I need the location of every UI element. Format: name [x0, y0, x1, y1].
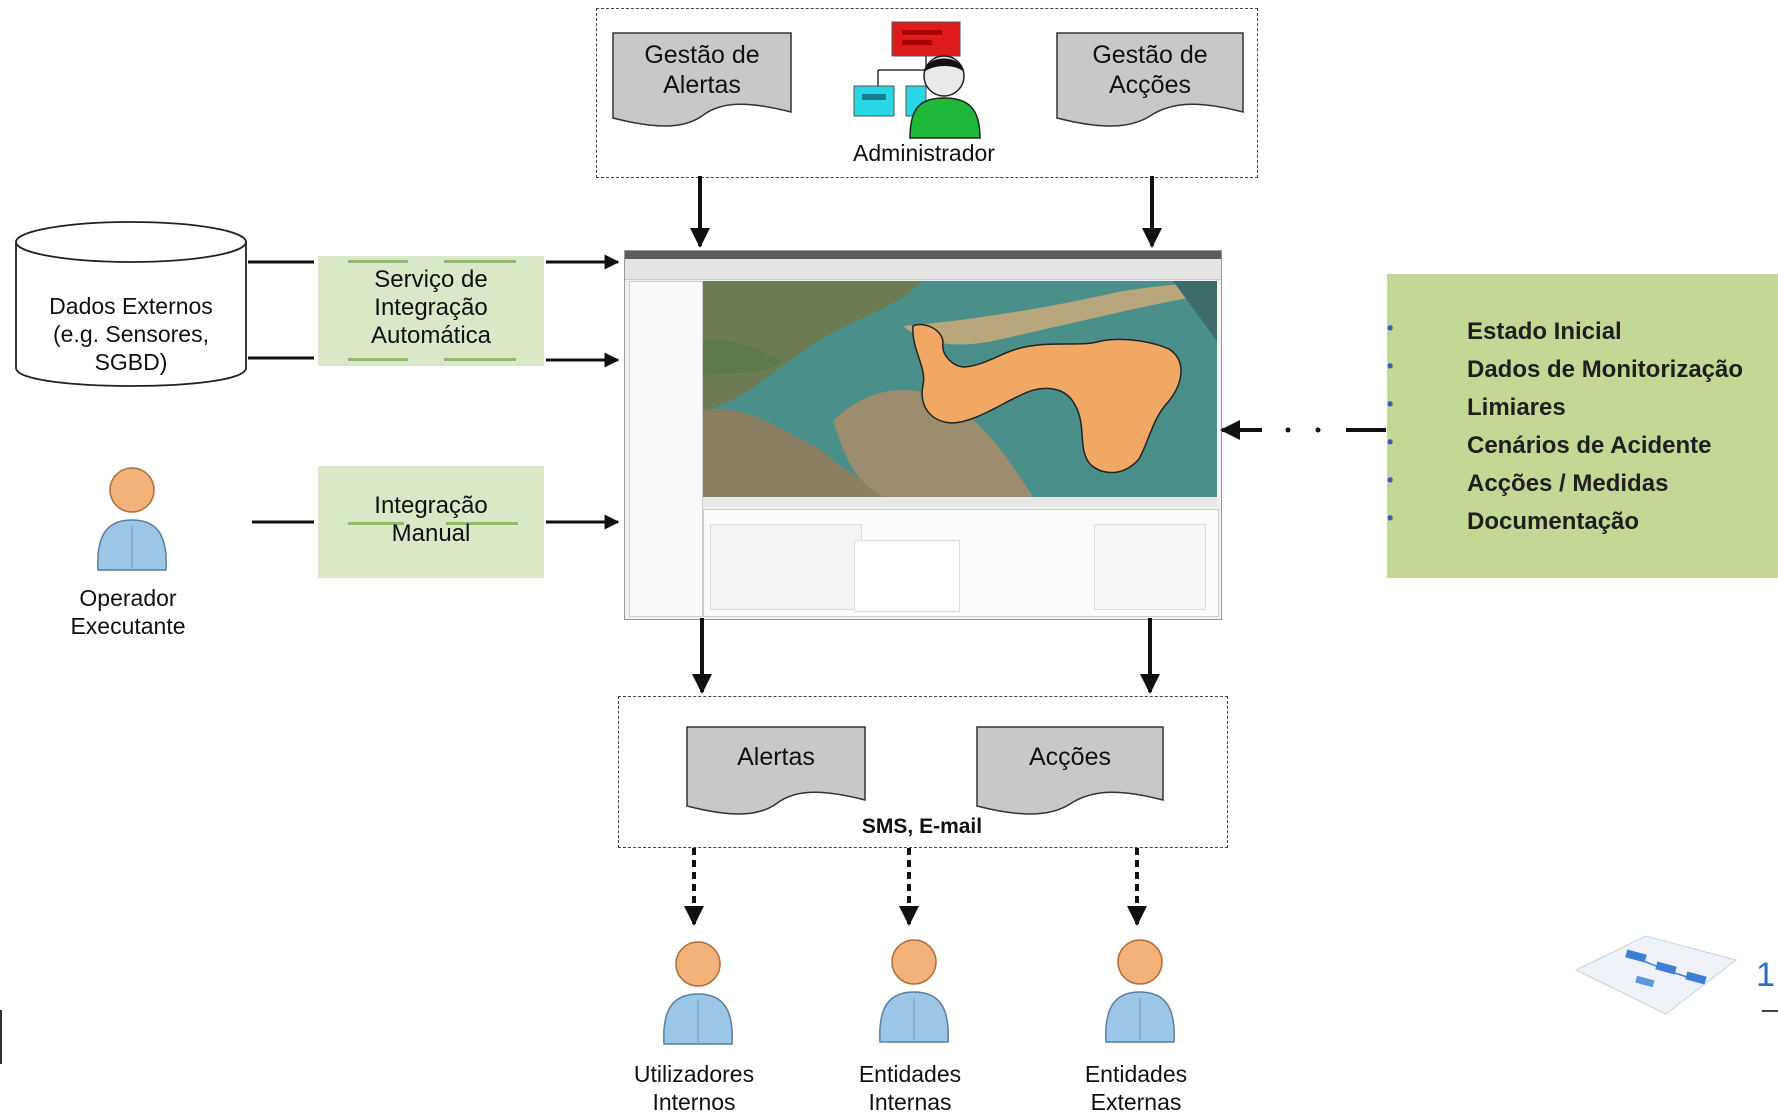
recipient3-line1: Entidades: [1084, 1061, 1188, 1087]
dados-externos-line1: Dados Externos: [49, 293, 213, 319]
dados-externos-line3: SGBD): [94, 349, 168, 375]
bullet-icon: •: [1387, 508, 1394, 528]
list-item-label: Acções / Medidas: [1467, 470, 1669, 497]
document-icon: [612, 32, 792, 127]
gestao-alertas-line2: Alertas: [663, 71, 741, 99]
accoes-document: Acções: [976, 726, 1164, 816]
channels-label: SMS, E-mail: [861, 815, 983, 838]
operador-line2: Executante: [70, 613, 186, 639]
servico-integracao-automatica-box: Serviço de Integração Automática: [318, 256, 544, 366]
application-screenshot: [624, 250, 1222, 620]
list-item-label: Cenários de Acidente: [1467, 432, 1712, 459]
gestao-accoes-line2: Acções: [1109, 71, 1191, 99]
entidades-externas-person-icon: [1102, 938, 1178, 1046]
servico-line2: Integração: [374, 294, 488, 321]
list-item-label: Limiares: [1467, 394, 1566, 421]
database-icon: [15, 221, 247, 387]
divider: [348, 358, 408, 361]
app-toolbar: [625, 259, 1221, 280]
servico-line1: Serviço de: [374, 266, 488, 293]
map-view: [703, 281, 1217, 497]
document-icon: [686, 726, 866, 815]
recipient1-line2: Internos: [652, 1089, 736, 1115]
bullet-icon: •: [1387, 318, 1394, 338]
input-data-panel: •Estado Inicial •Dados de Monitorização …: [1387, 274, 1778, 578]
app-titlebar: [625, 251, 1221, 259]
integracao-line1: Integração: [374, 492, 488, 519]
list-item-label: Estado Inicial: [1467, 318, 1622, 345]
details-panel: [703, 509, 1219, 617]
bullet-icon: •: [1387, 394, 1394, 414]
bullet-icon: •: [1387, 356, 1394, 376]
document-icon: [1056, 32, 1244, 127]
alertas-document: Alertas: [686, 726, 866, 816]
integracao-line2: Manual: [391, 520, 471, 547]
divider: [446, 522, 518, 525]
operador-person-icon: [94, 464, 170, 574]
dot: [1315, 427, 1321, 433]
divider: [348, 522, 404, 525]
servico-line3: Automática: [370, 322, 492, 349]
app-sidebar: [629, 281, 703, 617]
map-statusbar: [703, 497, 1217, 507]
left-edge-divider: [0, 1010, 2, 1064]
list-item-label: Dados de Monitorização: [1467, 356, 1744, 383]
list-item-label: Documentação: [1467, 508, 1640, 535]
entidades-internas-person-icon: [876, 938, 952, 1046]
gestao-accoes-line1: Gestão de: [1092, 41, 1208, 69]
operador-line1: Operador: [79, 585, 177, 611]
recipient2-line2: Internas: [868, 1089, 952, 1115]
utilizadores-person-icon: [660, 940, 736, 1048]
bullet-icon: •: [1387, 470, 1394, 490]
dados-externos-database: [14, 220, 248, 390]
divider: [444, 260, 516, 263]
administrador-label: Administrador: [853, 140, 995, 166]
dados-externos-line2: (e.g. Sensores,: [53, 321, 209, 347]
alertas-label: Alertas: [737, 743, 815, 771]
gestao-alertas-document: Gestão de Alertas: [612, 32, 792, 128]
page-number: 1: [1756, 956, 1775, 994]
gestao-alertas-line1: Gestão de: [644, 41, 760, 69]
document-icon: [976, 726, 1164, 815]
page-number-underline: [1762, 1010, 1778, 1012]
dot: [1285, 427, 1291, 433]
recipient3-line2: Externas: [1090, 1089, 1182, 1115]
recipient1-line1: Utilizadores: [633, 1061, 755, 1087]
bullet-icon: •: [1387, 432, 1394, 452]
administrator-icon: [848, 20, 1004, 140]
gestao-accoes-document: Gestão de Acções: [1056, 32, 1244, 128]
integracao-manual-box: Integração Manual: [318, 466, 544, 578]
recipient2-line1: Entidades: [858, 1061, 962, 1087]
workflow-logo-icon: [1566, 930, 1742, 1018]
divider: [444, 358, 516, 361]
accoes-label: Acções: [1029, 743, 1111, 771]
divider: [348, 260, 408, 263]
